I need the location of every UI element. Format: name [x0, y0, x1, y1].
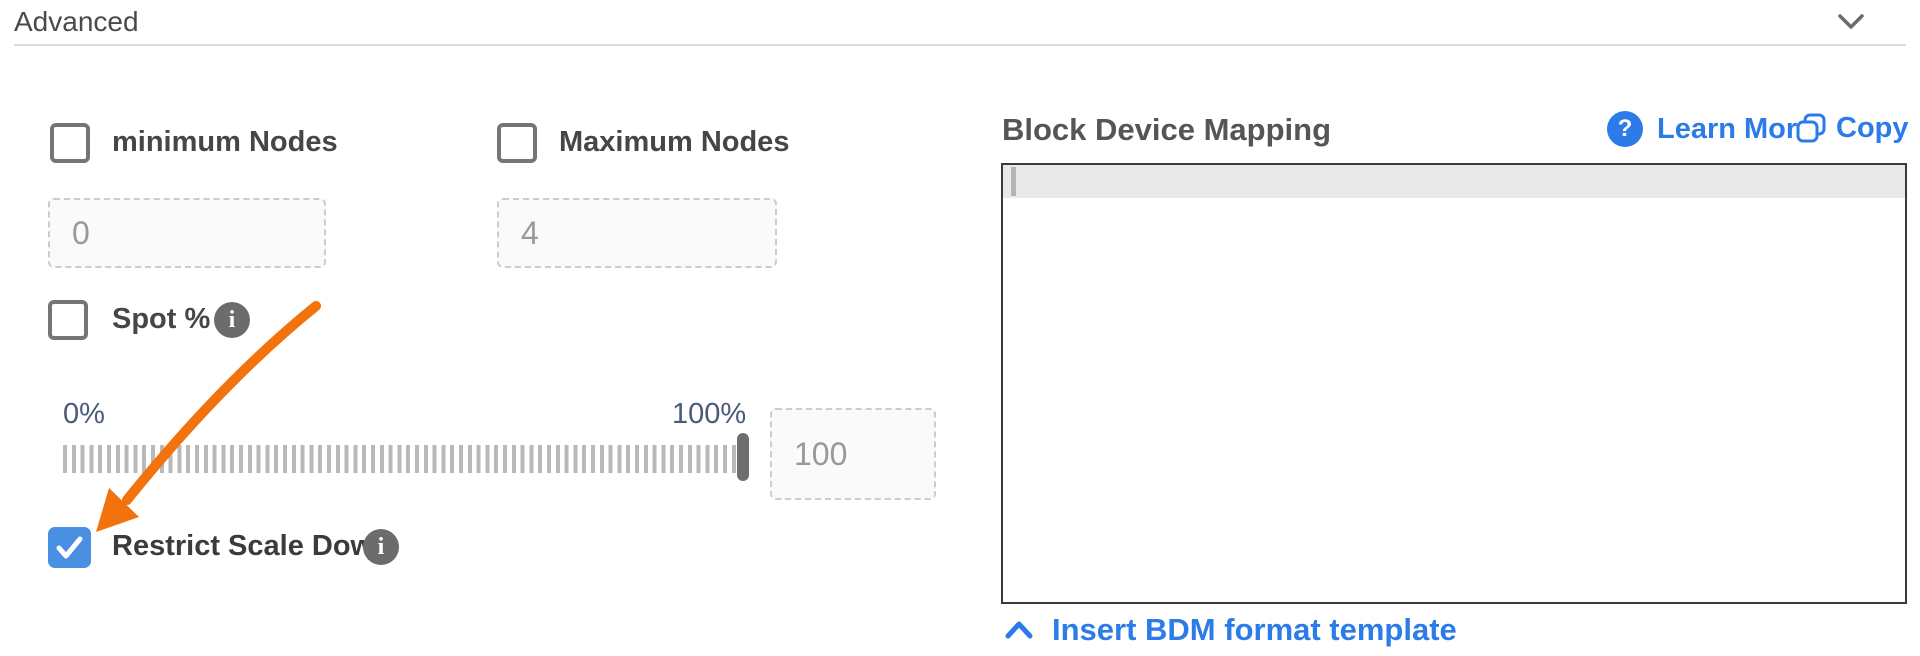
learn-more-label: Learn More — [1657, 112, 1814, 145]
spot-percentage-label[interactable]: Spot % — [112, 303, 211, 335]
slider-max-label: 100% — [672, 398, 747, 430]
spot-percentage-input[interactable] — [770, 408, 936, 500]
copy-button[interactable]: Copy — [1795, 111, 1909, 145]
maximum-nodes-label[interactable]: Maximum Nodes — [559, 126, 790, 158]
minimum-nodes-input[interactable] — [48, 198, 326, 268]
block-device-mapping-editor[interactable] — [1001, 163, 1907, 604]
section-divider — [14, 44, 1906, 46]
spot-percentage-slider-track[interactable] — [63, 445, 749, 473]
minimum-nodes-label[interactable]: minimum Nodes — [112, 126, 338, 158]
learn-more-link[interactable]: ? Learn More — [1607, 111, 1813, 147]
insert-bdm-template-label: Insert BDM format template — [1052, 612, 1457, 647]
slider-min-label: 0% — [63, 398, 105, 430]
section-title-advanced: Advanced — [14, 6, 139, 37]
spot-percentage-checkbox[interactable] — [48, 300, 88, 340]
chevron-down-icon — [1838, 14, 1864, 29]
question-mark-icon: ? — [1607, 111, 1643, 147]
spot-percentage-slider-handle[interactable] — [737, 433, 749, 481]
minimum-nodes-checkbox[interactable] — [50, 123, 90, 163]
editor-active-line — [1003, 165, 1905, 198]
block-device-mapping-title: Block Device Mapping — [1002, 112, 1332, 147]
chevron-up-icon — [1005, 621, 1033, 639]
checkmark-icon — [56, 536, 83, 559]
insert-bdm-template-link[interactable]: Insert BDM format template — [1004, 612, 1457, 648]
spot-info-icon[interactable]: i — [214, 302, 250, 338]
copy-icon — [1796, 113, 1826, 143]
maximum-nodes-checkbox[interactable] — [497, 123, 537, 163]
copy-label: Copy — [1836, 111, 1909, 144]
restrict-scale-down-label[interactable]: Restrict Scale Down — [112, 530, 391, 562]
editor-text-cursor — [1011, 167, 1016, 196]
collapse-section-button[interactable] — [1836, 8, 1866, 34]
restrict-scale-down-checkbox[interactable] — [48, 527, 91, 568]
restrict-scale-down-info-icon[interactable]: i — [363, 529, 399, 565]
maximum-nodes-input[interactable] — [497, 198, 777, 268]
annotation-arrow — [96, 301, 321, 532]
